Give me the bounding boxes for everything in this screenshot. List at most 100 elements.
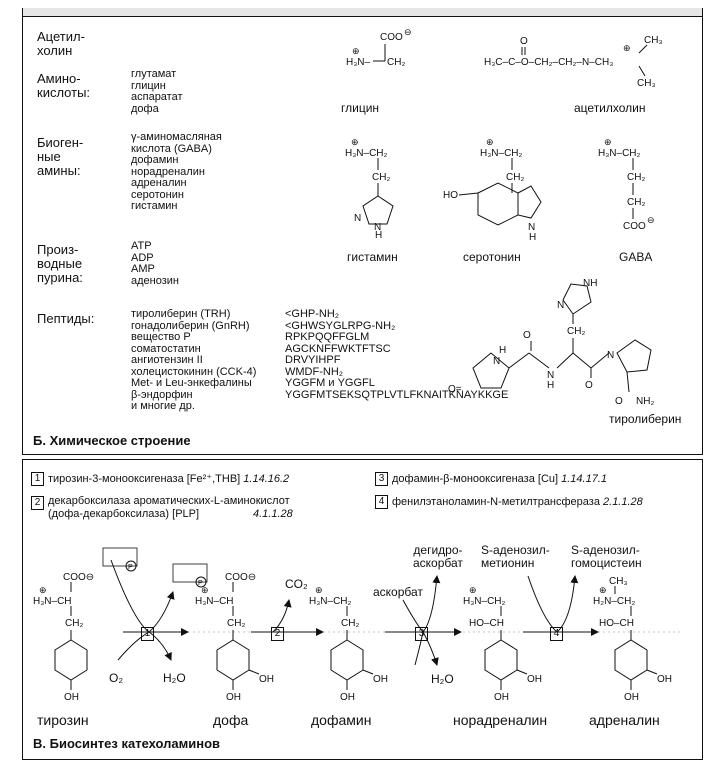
step-1-arrows: P P xyxy=(102,547,208,661)
svg-text:H₂N–CH₂: H₂N–CH₂ xyxy=(593,596,635,607)
peptide-name: ангиотензин II xyxy=(131,354,203,366)
svg-text:OH: OH xyxy=(624,692,639,703)
peptide-name: и многие др. xyxy=(131,400,195,412)
svg-text:⊕: ⊕ xyxy=(351,137,359,147)
svg-text:⊕: ⊕ xyxy=(604,137,612,147)
peptide-sequence: YGGFM и YGGFL xyxy=(285,377,375,389)
enzyme-number-box: 4 xyxy=(375,495,388,509)
svg-text:CH₂: CH₂ xyxy=(227,618,245,629)
peptide-name: вещество P xyxy=(131,331,191,343)
svg-text:CH₂: CH₂ xyxy=(627,197,645,208)
peptide-name: тиролиберин (TRH) xyxy=(131,308,231,320)
svg-text:OH: OH xyxy=(373,674,388,685)
top-header-strip xyxy=(23,8,702,17)
h2o-label-2: H₂O xyxy=(431,672,454,686)
svg-text:NH₂: NH₂ xyxy=(636,396,654,407)
structures-b: H₃N– ⊕ COO ⊖ CH₂ H₃C–C–O–CH₂–CH₂–N–CH₃ O… xyxy=(345,27,663,407)
list-item: аспаратат xyxy=(131,91,183,103)
category-amino-acids: Амино- кислоты: xyxy=(37,71,91,100)
compound-noradrenaline: норадреналин xyxy=(453,712,548,728)
list-item: кислота (GABA) xyxy=(131,142,212,155)
svg-text:N: N xyxy=(557,300,564,311)
adrenaline-structure: CH₃ H₂N–CH₂ ⊕ HO–CH OH OH xyxy=(593,576,672,703)
list-item: глицин xyxy=(131,79,166,92)
enzyme-number-box: 3 xyxy=(375,472,388,486)
svg-text:O: O xyxy=(520,36,528,47)
svg-text:OH: OH xyxy=(226,692,241,703)
list-item: адреналин xyxy=(131,177,187,189)
enzyme-ec: 1.14.16.2 xyxy=(243,472,290,485)
svg-text:⊕: ⊕ xyxy=(315,585,323,595)
list-item: AMP xyxy=(131,263,155,275)
amino-acid-list: глутамат глицин аспаратат дофа xyxy=(131,68,183,115)
category-acetylcholine: Ацетил- холин xyxy=(37,29,85,58)
svg-text:N: N xyxy=(374,222,381,233)
panel-c-caption: В. Биосинтез катехоламинов xyxy=(33,736,221,751)
gaba-label: GABA xyxy=(619,250,653,264)
dehydroascorbate-label: дегидро- аскорбат xyxy=(413,543,463,570)
svg-text:H₃N–: H₃N– xyxy=(346,57,371,68)
list-item: γ-аминомасляная xyxy=(131,131,222,143)
peptide-name: гонадолиберин (GnRH) xyxy=(131,319,250,332)
svg-text:H₃N–CH₂: H₃N–CH₂ xyxy=(463,596,506,607)
svg-text:N: N xyxy=(493,356,500,367)
svg-text:HO–CH: HO–CH xyxy=(599,618,634,629)
svg-text:H₃N–CH₂: H₃N–CH₂ xyxy=(309,596,352,607)
svg-text:H₃N–CH₂: H₃N–CH₂ xyxy=(345,148,388,159)
svg-text:CH₂: CH₂ xyxy=(567,326,585,337)
svg-text:H₃N–CH₂: H₃N–CH₂ xyxy=(598,148,641,159)
category-purine-derivatives: Произ- водные пурина: xyxy=(37,242,83,285)
svg-text:⊕: ⊕ xyxy=(469,585,477,595)
purine-list: ATP ADP AMP аденозин xyxy=(131,240,179,287)
svg-text:COO⊖: COO⊖ xyxy=(63,572,94,583)
svg-text:⊕: ⊕ xyxy=(623,43,631,53)
step-3-arrows xyxy=(385,575,462,666)
svg-text:OH: OH xyxy=(527,674,542,685)
svg-text:OH: OH xyxy=(259,674,274,685)
peptide-sequence: RPKPQQFFGLM xyxy=(285,331,370,343)
enzyme-ec: 2.1.1.28 xyxy=(603,495,643,508)
svg-text:CH₂: CH₂ xyxy=(341,618,359,629)
enzyme-name: фенилэтаноламин-N-метилтрансфераза xyxy=(392,495,600,508)
svg-text:H: H xyxy=(547,380,554,391)
svg-text:H₃C–C–O–CH₂–CH₂–N–CH₃: H₃C–C–O–CH₂–CH₂–N–CH₃ xyxy=(484,57,613,68)
svg-text:⊕: ⊕ xyxy=(486,137,494,147)
serotonin-label: серотонин xyxy=(463,250,521,264)
peptide-sequence: DRVYIHPF xyxy=(285,354,341,366)
peptide-name: соматостатин xyxy=(131,342,201,355)
list-item: ATP xyxy=(131,240,152,252)
step-1-box: 1 xyxy=(141,627,154,641)
svg-text:N: N xyxy=(547,370,554,381)
svg-text:CH₂: CH₂ xyxy=(627,172,645,183)
svg-text:⊕: ⊕ xyxy=(352,46,360,56)
svg-text:OH: OH xyxy=(340,692,355,703)
biosynthesis-pathway: P P H₃N–CH ⊕ COO⊖ CH₂ xyxy=(33,547,683,703)
svg-text:P: P xyxy=(198,580,203,587)
svg-text:CH₂: CH₂ xyxy=(65,618,83,629)
histamine-label: гистамин xyxy=(347,250,398,264)
list-item: ADP xyxy=(131,251,154,264)
svg-text:N: N xyxy=(607,350,614,361)
o2-label: O₂ xyxy=(109,671,123,685)
svg-text:CH₂: CH₂ xyxy=(387,57,405,68)
co2-label: CO₂ xyxy=(285,577,308,591)
panel-chemical-structure: Ацетил- холин Амино- кислоты: Биоген- ны… xyxy=(22,8,703,455)
step-4-box: 4 xyxy=(550,627,563,641)
svg-text:CH₃: CH₃ xyxy=(609,576,628,587)
svg-text:⊖: ⊖ xyxy=(404,27,412,37)
acetylcholine-label: ацетилхолин xyxy=(574,101,646,115)
list-item: дофа xyxy=(131,102,159,115)
list-item: дофамин xyxy=(131,154,179,166)
svg-text:CH₂: CH₂ xyxy=(506,172,524,183)
list-item: серотонин xyxy=(131,188,184,201)
peptide-sequence: YGGFMTSEKSQTPLVTLFKNAITKNAYKKGE xyxy=(285,388,509,401)
svg-text:N: N xyxy=(354,213,361,224)
svg-text:HO: HO xyxy=(443,190,458,201)
svg-text:H: H xyxy=(529,232,536,243)
peptide-name: β-эндорфин xyxy=(131,388,193,401)
peptide-sequence: WMDF-NH₂ xyxy=(285,365,344,378)
compound-dopamine: дофамин xyxy=(311,712,372,728)
